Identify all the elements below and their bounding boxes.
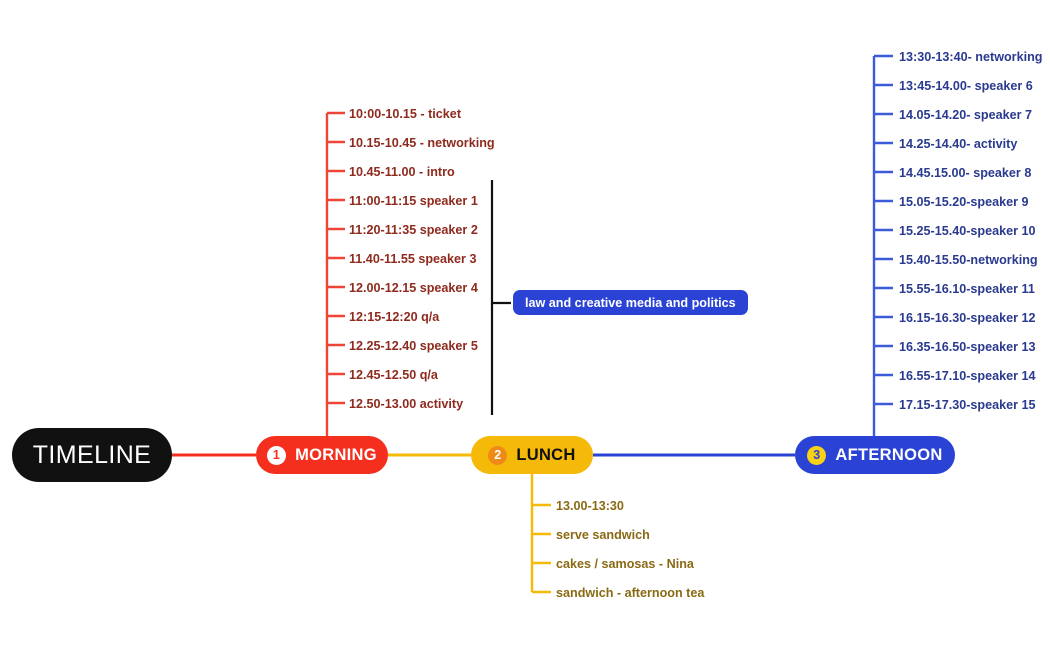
afternoon-item[interactable]: 17.15-17.30-speaker 15: [899, 398, 1036, 412]
branch-node-lunch[interactable]: 2 LUNCH: [471, 436, 593, 474]
morning-item[interactable]: 10:00-10.15 - ticket: [349, 107, 462, 121]
root-node-timeline[interactable]: TIMELINE: [12, 428, 172, 482]
root-node-label: TIMELINE: [32, 440, 152, 469]
afternoon-item[interactable]: 14.25-14.40- activity: [899, 137, 1018, 151]
afternoon-item[interactable]: 16.15-16.30-speaker 12: [899, 311, 1036, 325]
morning-item[interactable]: 11:20-11:35 speaker 2: [349, 223, 478, 237]
afternoon-item[interactable]: 15.25-15.40-speaker 10: [899, 224, 1036, 238]
branch-label-morning: MORNING: [295, 445, 377, 464]
afternoon-item[interactable]: 16.35-16.50-speaker 13: [899, 340, 1036, 354]
morning-item[interactable]: 12.50-13.00 activity: [349, 397, 464, 411]
lunch-item[interactable]: cakes / samosas - Nina: [556, 557, 694, 571]
branch-number-badge-2: 2: [488, 445, 508, 465]
afternoon-item[interactable]: 15.40-15.50-networking: [899, 253, 1038, 267]
afternoon-item[interactable]: 14.05-14.20- speaker 7: [899, 108, 1033, 122]
branch-label-afternoon: AFTERNOON: [835, 445, 943, 464]
morning-item[interactable]: 12.25-12.40 speaker 5: [349, 339, 478, 353]
morning-item[interactable]: 11:00-11:15 speaker 1: [349, 194, 478, 208]
branch-label-lunch: LUNCH: [516, 445, 576, 464]
lunch-item[interactable]: 13.00-13:30: [556, 499, 624, 513]
morning-item[interactable]: 10.45-11.00 - intro: [349, 165, 455, 179]
branch-number-badge-1: 1: [267, 445, 287, 465]
afternoon-item[interactable]: 13:45-14.00- speaker 6: [899, 79, 1033, 93]
branch-node-morning[interactable]: 1 MORNING: [256, 436, 388, 474]
lunch-item[interactable]: sandwich - afternoon tea: [556, 586, 705, 600]
branch-number-badge-3: 3: [807, 445, 827, 465]
afternoon-item[interactable]: 15.05-15.20-speaker 9: [899, 195, 1029, 209]
afternoon-item[interactable]: 14.45.15.00- speaker 8: [899, 166, 1032, 180]
morning-item[interactable]: 12.00-12.15 speaker 4: [349, 281, 478, 295]
afternoon-item[interactable]: 13:30-13:40- networking: [899, 50, 1043, 64]
morning-group-note[interactable]: law and creative media and politics: [513, 290, 748, 315]
morning-item[interactable]: 12.45-12.50 q/a: [349, 368, 438, 382]
afternoon-item[interactable]: 16.55-17.10-speaker 14: [899, 369, 1036, 383]
lunch-item[interactable]: serve sandwich: [556, 528, 650, 542]
morning-item[interactable]: 11.40-11.55 speaker 3: [349, 252, 477, 266]
afternoon-item[interactable]: 15.55-16.10-speaker 11: [899, 282, 1035, 296]
morning-item[interactable]: 10.15-10.45 - networking: [349, 136, 495, 150]
morning-group-note-label: law and creative media and politics: [525, 295, 736, 310]
branch-node-afternoon[interactable]: 3 AFTERNOON: [795, 436, 955, 474]
morning-item[interactable]: 12:15-12:20 q/a: [349, 310, 440, 324]
